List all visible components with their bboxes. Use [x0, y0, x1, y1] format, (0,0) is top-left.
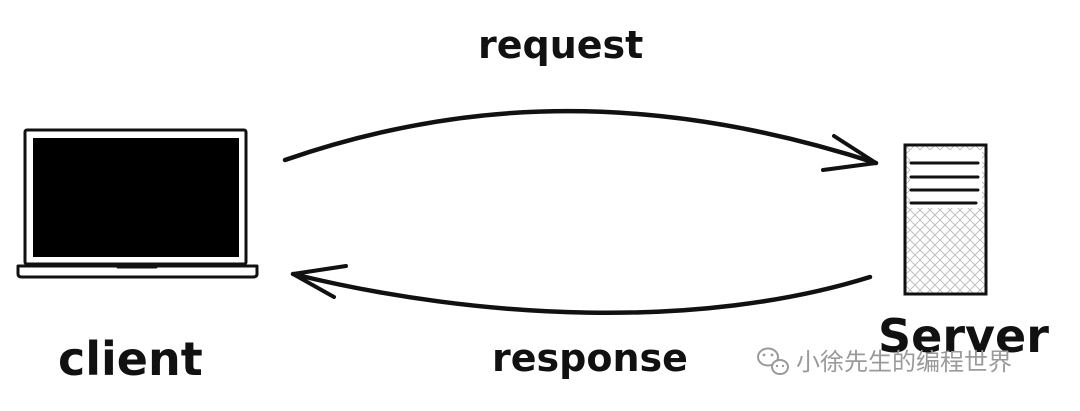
watermark-text: 小徐先生的编程世界 — [796, 348, 1012, 376]
request-label: request — [478, 23, 643, 67]
response-label: response — [492, 336, 688, 380]
response-arrow — [290, 264, 873, 316]
client-label: client — [58, 332, 203, 386]
laptop-icon — [16, 128, 259, 279]
server-label: Server — [878, 309, 1049, 363]
watermark: 小徐先生的编程世界 — [757, 347, 1012, 376]
server-tower-icon — [903, 143, 988, 296]
wechat-icon — [757, 347, 789, 375]
request-arrow — [282, 108, 879, 172]
